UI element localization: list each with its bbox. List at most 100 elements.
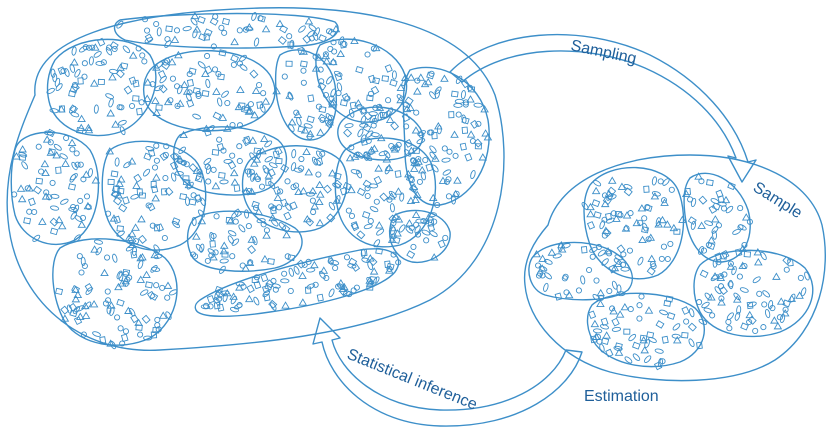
unit-mark [602, 338, 609, 344]
unit-mark [153, 174, 160, 180]
unit-mark [468, 131, 475, 137]
unit-mark [231, 238, 240, 247]
unit-mark [101, 270, 108, 276]
unit-mark [597, 249, 606, 257]
unit-mark [682, 332, 688, 338]
unit-mark [365, 130, 374, 139]
unit-mark [139, 100, 144, 105]
unit-mark [286, 61, 292, 66]
unit-mark [165, 37, 170, 42]
unit-mark [627, 248, 632, 253]
unit-mark [669, 187, 674, 192]
unit-mark [361, 257, 370, 263]
unit-mark [548, 249, 555, 255]
unit-mark [319, 106, 326, 112]
unit-mark [731, 266, 737, 275]
unit-mark [440, 177, 447, 183]
unit-mark [72, 296, 79, 302]
unit-mark [153, 244, 161, 253]
unit-mark [83, 312, 90, 318]
unit-mark [317, 129, 324, 135]
unit-mark [244, 210, 249, 219]
unit-mark [224, 159, 232, 163]
unit-mark [84, 203, 91, 209]
unit-mark [69, 174, 77, 183]
estimation-label: Estimation [584, 388, 659, 405]
unit-mark [755, 259, 762, 265]
unit-mark [166, 26, 173, 32]
unit-mark [364, 223, 373, 229]
unit-mark [56, 167, 62, 173]
unit-mark [800, 287, 807, 296]
unit-mark [50, 205, 59, 211]
unit-mark [285, 179, 290, 184]
unit-mark [306, 268, 315, 273]
unit-mark [105, 93, 114, 100]
unit-mark [744, 252, 750, 258]
unit-mark [261, 256, 268, 262]
unit-mark [293, 266, 300, 275]
unit-mark [132, 224, 139, 230]
unit-mark [237, 303, 242, 308]
unit-mark [263, 26, 270, 32]
unit-mark [91, 80, 98, 86]
unit-mark [53, 143, 62, 151]
sampling-label: Sampling [569, 37, 638, 67]
unit-mark [62, 160, 69, 166]
unit-mark [231, 170, 238, 176]
unit-mark [134, 174, 141, 182]
unit-mark [736, 306, 741, 315]
unit-mark [804, 271, 811, 280]
unit-mark [760, 251, 768, 260]
unit-mark [213, 250, 218, 255]
unit-mark [76, 305, 85, 313]
unit-mark [152, 165, 157, 170]
unit-mark [217, 144, 224, 151]
unit-mark [303, 149, 310, 155]
unit-mark [768, 300, 773, 309]
unit-mark [594, 278, 599, 283]
unit-mark [658, 179, 663, 184]
unit-mark [158, 71, 165, 79]
unit-mark [363, 124, 371, 131]
unit-mark [390, 80, 397, 87]
unit-mark [639, 237, 646, 243]
unit-mark [58, 106, 65, 112]
unit-mark [324, 185, 332, 193]
unit-mark [212, 150, 219, 156]
unit-mark [371, 86, 378, 94]
unit-mark [137, 260, 144, 269]
unit-mark [696, 299, 701, 304]
unit-mark [356, 67, 363, 74]
unit-mark [261, 274, 268, 281]
unit-mark [601, 258, 610, 267]
unit-mark [257, 102, 263, 109]
unit-mark [612, 327, 621, 332]
unit-mark [369, 205, 378, 212]
unit-mark [146, 282, 153, 288]
unit-mark [98, 79, 104, 84]
unit-mark [385, 98, 390, 103]
unit-mark [606, 217, 615, 224]
unit-mark [460, 143, 466, 150]
unit-mark [637, 316, 642, 321]
unit-mark [417, 74, 424, 80]
unit-mark [142, 59, 147, 64]
unit-mark [222, 30, 227, 35]
unit-mark [91, 301, 98, 307]
unit-mark [392, 71, 396, 79]
unit-mark [689, 308, 695, 317]
unit-mark [254, 38, 260, 47]
unit-mark [79, 270, 84, 275]
unit-mark [253, 88, 260, 94]
unit-mark [698, 222, 705, 228]
unit-mark [204, 29, 212, 36]
unit-mark [264, 140, 273, 148]
unit-mark [233, 219, 238, 224]
unit-mark [581, 201, 589, 210]
unit-mark [130, 52, 137, 58]
unit-mark [298, 25, 307, 34]
unit-mark [28, 198, 35, 205]
unit-mark [150, 264, 159, 273]
unit-mark [707, 180, 714, 186]
